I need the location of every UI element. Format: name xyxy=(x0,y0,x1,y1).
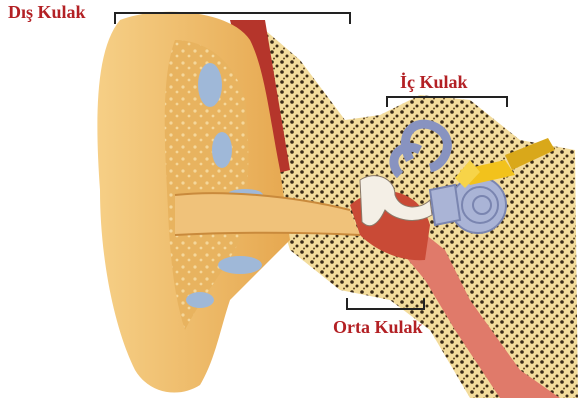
cartilage-blob xyxy=(186,292,214,308)
inner-ear-label: İç Kulak xyxy=(400,72,468,93)
cartilage-blob xyxy=(212,132,232,168)
cartilage-blob xyxy=(198,63,222,107)
middle-ear-label: Orta Kulak xyxy=(333,317,423,338)
outer-ear-label: Dış Kulak xyxy=(8,2,86,23)
cartilage-blob xyxy=(218,256,262,274)
